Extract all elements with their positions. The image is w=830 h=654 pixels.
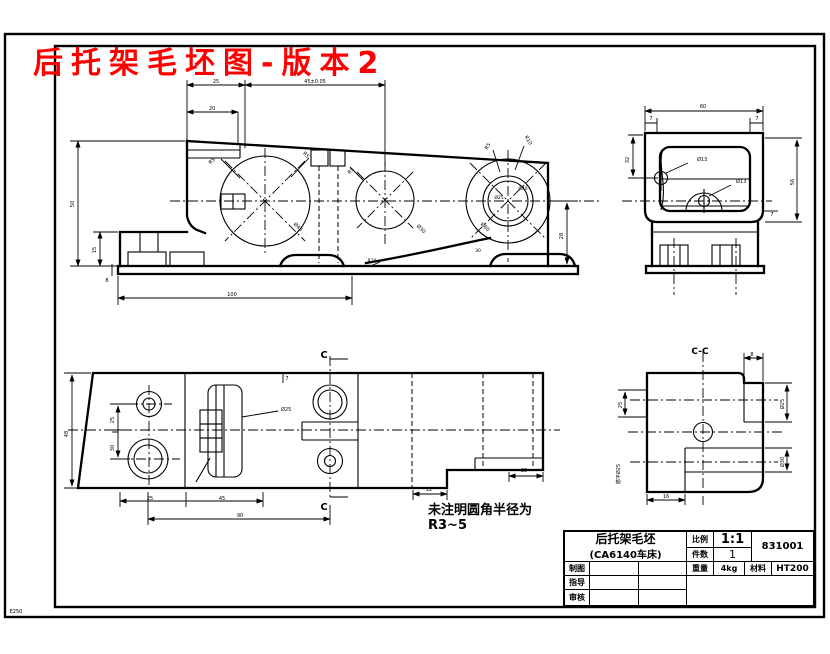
dim-cc-bottom: 16 (663, 494, 669, 500)
drawn-name-cell (590, 562, 639, 576)
dim-r5-boss: R5 (484, 142, 493, 151)
dim-cc-boss1: Ø25 (779, 399, 786, 409)
frame-code: E250 (10, 609, 23, 615)
advisor-date-cell (639, 576, 687, 590)
title-block: 后托架毛坯 (CA6140车床) 比例 1:1 件数 1 831001 制图 重… (563, 530, 815, 607)
dim-dia25: Ø25 (494, 194, 503, 201)
dim-dia30: Ø30 (415, 223, 427, 235)
drawn-label: 制图 (565, 562, 590, 576)
dim-dia40: Ø40 (518, 185, 527, 192)
qty-value: 1 (714, 548, 752, 562)
scale-label: 比例 (687, 532, 714, 548)
checker-name-cell (590, 590, 639, 605)
dim-r5-c1a: R5 (208, 157, 217, 166)
dim-side-7a: 7 (649, 116, 652, 122)
plan-view (64, 356, 560, 525)
dim-dia45: Ø45 (292, 221, 304, 233)
dim-30-arch: 30 (475, 248, 481, 254)
side-view (622, 106, 802, 295)
advisor-label: 指导 (565, 576, 590, 590)
dim-side-right: 56 (790, 179, 796, 185)
part-name-cell: 后托架毛坯 (CA6140车床) (565, 532, 687, 562)
fillet-note-line1: 未注明圆角半径为 (428, 503, 533, 518)
dim-dia60: Ø60 (479, 221, 491, 233)
dim-top-left: 25 (213, 79, 219, 85)
front-view (70, 80, 600, 305)
dim-plan-b90: 90 (237, 513, 243, 519)
fillet-note-line2: R3~5 (428, 518, 467, 533)
dim-cc-top: 8 (750, 352, 753, 358)
dim-hole-b: Ø13 (736, 178, 746, 185)
remarks-cell (687, 576, 813, 605)
dim-side-7c: 7 (770, 212, 773, 218)
drawn-date-cell (639, 562, 687, 576)
dim-top2: 20 (209, 106, 215, 112)
dim-plan-b45: 45 (219, 496, 225, 502)
dim-r5-c2: R5 (347, 167, 356, 176)
weight-value: 4kg (714, 562, 745, 576)
dim-plan-7: 7 (285, 376, 288, 382)
dim-r10-boss: R10 (523, 135, 533, 147)
dim-plan-12: 12 (426, 487, 432, 493)
material-label: 材料 (745, 562, 772, 576)
dim-cc-left: 25 (618, 402, 624, 408)
checker-date-cell (639, 590, 687, 605)
dim-side-left: 32 (625, 157, 631, 163)
cut-label-top: C (320, 350, 327, 361)
dim-plan-dia25: Ø25 (281, 406, 291, 413)
dim-base-thk: 8 (105, 278, 108, 284)
cut-label-bottom: C (320, 502, 327, 513)
dim-right-height: 28 (559, 233, 565, 239)
dim-hole-a: Ø13 (697, 156, 707, 163)
dim-left-foot: 15 (92, 247, 98, 253)
sheet-frame (3, 32, 826, 619)
fillet-note: 未注明圆角半径为 R3~5 (428, 503, 532, 533)
overlay-title: 后托架毛坯图-版本2 (33, 46, 387, 81)
scale-value: 1:1 (714, 532, 752, 548)
dim-bottom: 100 (227, 292, 237, 298)
part-subname: (CA6140车床) (589, 549, 662, 561)
part-name: 后托架毛坯 (595, 532, 656, 546)
dim-r10-base: R10 (368, 258, 377, 264)
dim-top-right: 45±0.05 (304, 79, 326, 85)
material-value: HT200 (772, 562, 813, 576)
dim-left-height: 50 (70, 201, 76, 207)
dim-plan-30: 30 (110, 445, 116, 451)
drawing-number: 831001 (752, 532, 813, 562)
qty-label: 件数 (687, 548, 714, 562)
checker-label: 审核 (565, 590, 590, 605)
weight-label: 重量 (687, 562, 714, 576)
dim-plan-left: 48 (64, 431, 70, 437)
dim-plan-b25: 25 (147, 496, 153, 502)
section-C-C (618, 352, 792, 505)
dim-plan-25: 25 (110, 417, 116, 423)
section-title: C-C (691, 347, 709, 357)
note-spotface: 锪平Ø25 (615, 464, 622, 484)
dim-cc-boss2: Ø30 (779, 457, 786, 467)
dim-side-7b: 7 (755, 116, 758, 122)
dim-side-width: 60 (700, 104, 706, 110)
dim-plan-r25: 25 (521, 468, 527, 474)
advisor-name-cell (590, 576, 639, 590)
dim-r5-c1b: R5 (301, 151, 310, 160)
